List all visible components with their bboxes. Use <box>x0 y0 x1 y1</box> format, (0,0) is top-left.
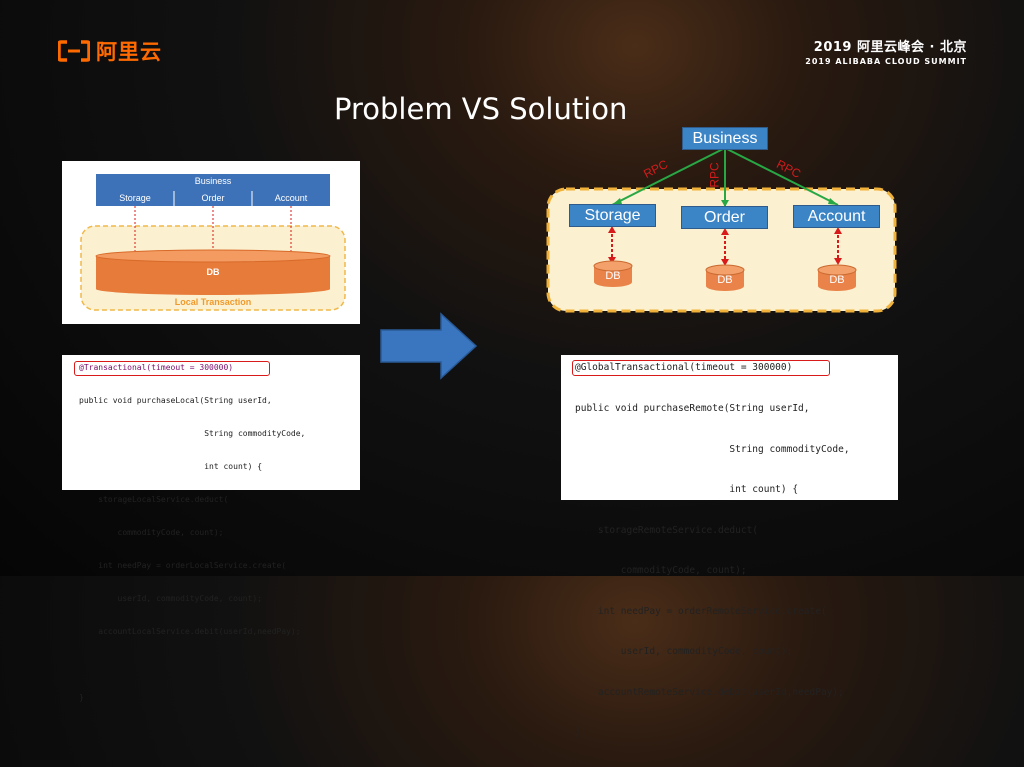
rpc-label-center: RPC <box>707 162 722 188</box>
code-line: userId, commodityCode, count); <box>79 594 263 603</box>
code-line: int count) { <box>575 484 799 495</box>
code-line: int needPay = orderRemoteService.create( <box>575 605 827 617</box>
code-line: accountRemoteService.debit(userId,needPa… <box>575 686 844 698</box>
code-line: storageLocalService.deduct( <box>79 495 229 504</box>
business-bar <box>96 174 330 191</box>
event-title: 2019 阿里云峰会 · 北京 <box>813 40 967 55</box>
code-line: public void purchaseLocal(String userId, <box>79 396 272 405</box>
local-storage-label: Storage <box>119 193 151 203</box>
event-header: 2019 阿里云峰会 · 北京 2019 ALIBABA CLOUD SUMMI… <box>805 36 967 66</box>
code-line: userId, commodityCode, count); <box>575 646 793 657</box>
local-business-label: Business <box>194 176 232 186</box>
aliyun-logo-icon <box>58 40 90 62</box>
code-line: public void purchaseRemote(String userId… <box>575 403 810 414</box>
global-order-node: Order <box>681 206 768 229</box>
local-code-snippet: @Transactional(timeout = 300000) public … <box>62 355 360 702</box>
brand-name: 阿里云 <box>96 40 162 64</box>
event-subtitle: 2019 ALIBABA CLOUD SUMMIT <box>805 57 967 66</box>
slide-title: Problem VS Solution <box>334 92 628 126</box>
order-db-icon <box>705 264 745 291</box>
global-account-node: Account <box>793 205 880 228</box>
code-line: String commodityCode, <box>79 429 306 438</box>
code-line: String commodityCode, <box>575 443 850 455</box>
global-annotation-highlight <box>572 360 830 376</box>
code-line: } <box>79 693 84 702</box>
services-bar <box>96 191 330 206</box>
local-order-label: Order <box>201 193 225 203</box>
local-db-cylinder <box>96 256 330 295</box>
aliyun-logo: 阿里云 <box>58 36 162 66</box>
code-line: commodityCode, count); <box>79 528 224 537</box>
local-account-label: Account <box>274 193 308 203</box>
global-code-snippet: @GlobalTransactional(timeout = 300000) p… <box>561 355 898 738</box>
global-storage-db-label: DB <box>605 270 621 282</box>
right-arrow-icon <box>380 312 478 380</box>
local-db-label: DB <box>206 267 220 277</box>
global-order-db-label: DB <box>717 274 733 286</box>
global-business-node: Business <box>682 127 768 150</box>
order-db-link <box>721 228 729 266</box>
global-storage-node: Storage <box>569 204 656 227</box>
storage-db-icon <box>593 260 633 287</box>
global-account-db-label: DB <box>829 274 845 286</box>
code-line: accountLocalService.debit(userId,needPay… <box>79 627 301 636</box>
code-line: commodityCode, count); <box>575 565 747 576</box>
local-annotation: @Transactional(timeout = 300000) <box>79 363 234 372</box>
code-line: int count) { <box>79 462 263 471</box>
local-annotation-highlight <box>74 361 270 376</box>
global-annotation: @GlobalTransactional(timeout = 300000) <box>575 362 793 373</box>
account-db-icon <box>817 264 857 291</box>
code-line <box>79 659 305 670</box>
code-line: } <box>575 727 581 738</box>
global-code-body: public void purchaseRemote(String userId… <box>575 375 850 767</box>
local-transaction-diagram: Business Storage Order Account DB Local … <box>62 161 360 324</box>
storage-db-link <box>608 226 616 264</box>
code-line: storageRemoteService.deduct( <box>575 524 759 536</box>
account-db-link <box>834 227 842 265</box>
code-line: int needPay = orderLocalService.create( <box>79 561 287 570</box>
local-code-body: public void purchaseLocal(String userId,… <box>79 373 305 725</box>
local-transaction-label: Local Transaction <box>174 297 252 307</box>
local-diagram-svg <box>80 174 346 311</box>
